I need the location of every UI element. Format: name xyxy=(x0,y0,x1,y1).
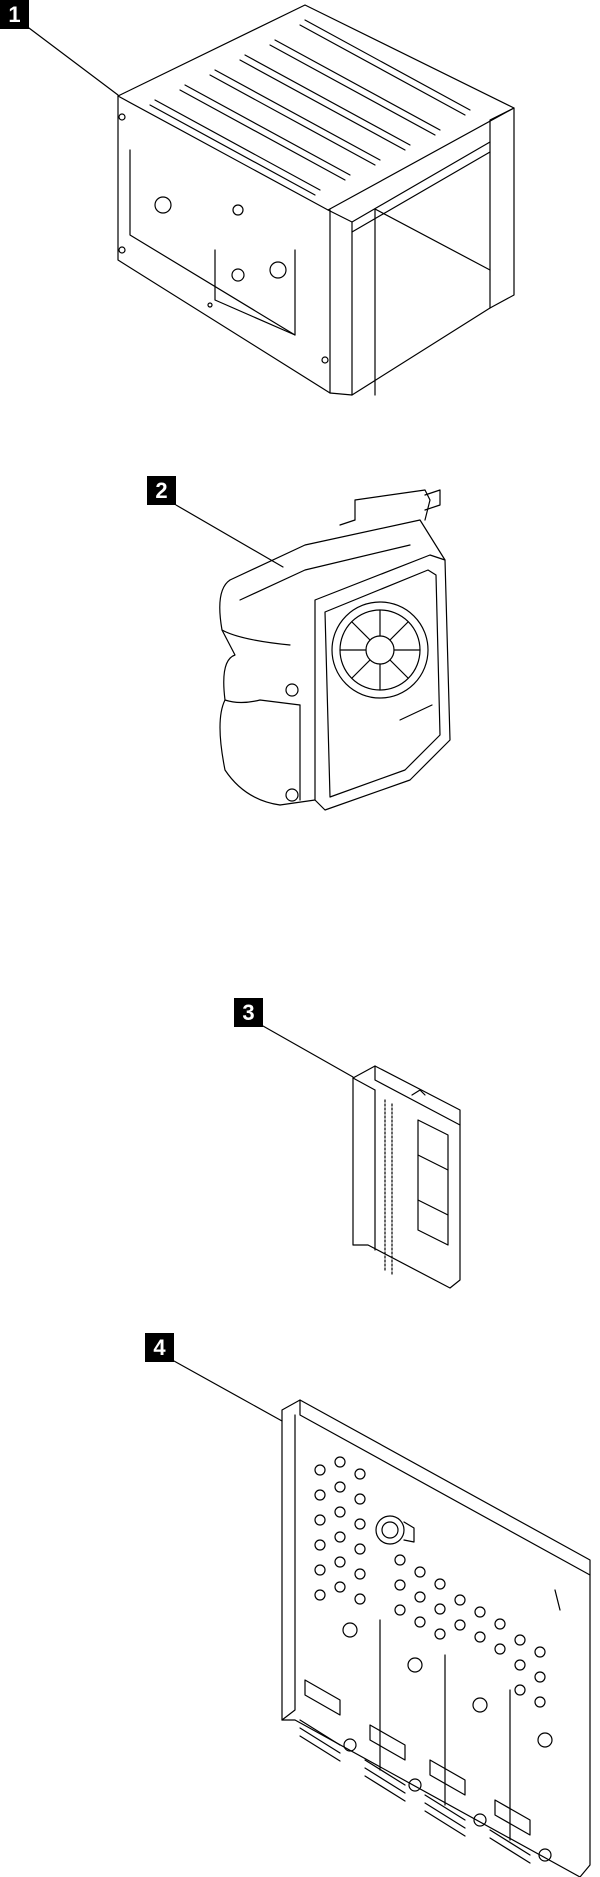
callout-label-3: 3 xyxy=(234,998,263,1027)
leader-line-4 xyxy=(173,1360,283,1422)
callout-label-1: 1 xyxy=(0,0,29,29)
callout-label-4: 4 xyxy=(145,1333,174,1362)
cage-top-slots xyxy=(149,19,471,196)
leader-line-1 xyxy=(28,27,119,96)
callout-label-2: 2 xyxy=(147,476,176,505)
backplane-drawing xyxy=(281,1399,591,1877)
fan-module-drawing xyxy=(219,489,451,811)
backplane-holes xyxy=(314,1456,546,1708)
leader-line-2 xyxy=(175,504,284,568)
drive-cage-drawing xyxy=(117,4,515,396)
drive-filler-drawing xyxy=(352,1065,461,1289)
leader-line-3 xyxy=(262,1025,354,1078)
